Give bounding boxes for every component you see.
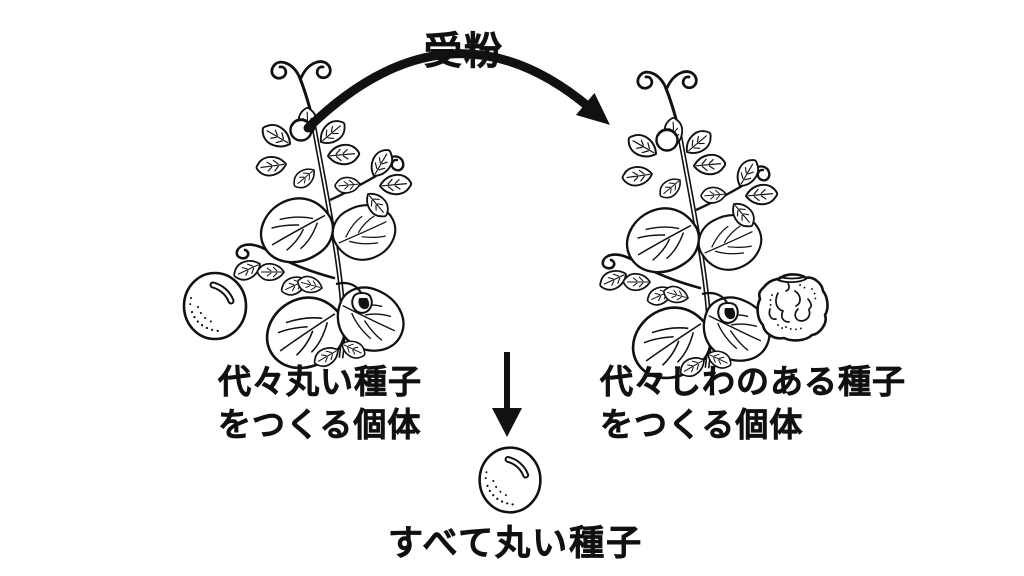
offspring-label: すべて丸い種子 <box>388 524 644 565</box>
left-parent-label-line2: をつくる個体 <box>218 405 422 445</box>
wrinkled-seed-right-illustration <box>756 273 829 342</box>
round-seed-offspring-illustration <box>480 448 541 513</box>
left-parent-label: 代々丸い種子 をつくる個体 <box>218 360 422 446</box>
right-parent-label-line2: をつくる個体 <box>600 405 804 445</box>
pollination-title: 受粉 <box>424 29 505 74</box>
down-arrow-icon <box>492 352 522 437</box>
round-seed-left-illustration <box>184 273 246 339</box>
pea-plant-right-illustration <box>597 72 781 392</box>
right-parent-label-line1: 代々しわのある種子 <box>600 362 906 402</box>
pollination-curved-arrow-icon <box>303 49 610 133</box>
left-parent-label-line1: 代々丸い種子 <box>218 362 422 402</box>
right-parent-label: 代々しわのある種子 をつくる個体 <box>600 360 906 446</box>
